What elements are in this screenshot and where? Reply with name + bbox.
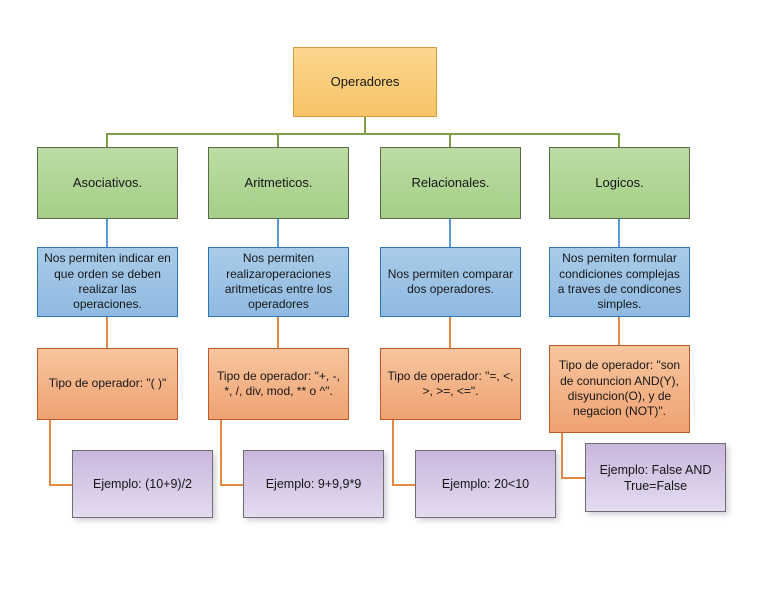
connector-elbow-v-3 <box>392 420 394 486</box>
connector-elbow-h-2 <box>220 484 244 486</box>
description-node-aritmeticos: Nos permiten realizaroperaciones aritmet… <box>208 247 349 317</box>
root-node-operadores: Operadores <box>293 47 437 117</box>
example-label: Ejemplo: 9+9,9*9 <box>265 477 362 491</box>
category-label: Asociativos. <box>72 174 143 190</box>
type-label: Tipo de operador: "=, <, >, >=, <=". <box>387 368 514 398</box>
connector-desc-type-1 <box>106 317 108 348</box>
connector-desc-type-4 <box>618 317 620 345</box>
example-node-logicos: Ejemplo: False AND True=False <box>585 443 726 512</box>
type-node-relacionales: Tipo de operador: "=, <, >, >=, <=". <box>380 348 521 420</box>
type-node-asociativos: Tipo de operador: "( )" <box>37 348 178 420</box>
category-label: Relacionales. <box>411 174 490 190</box>
connector-elbow-v-1 <box>49 420 51 486</box>
connector-root-crossbar <box>106 133 620 135</box>
description-label: Nos permiten comparar dos operadores. <box>387 266 514 296</box>
type-label: Tipo de operador: "son de conuncion AND(… <box>558 358 681 419</box>
connector-elbow-h-4 <box>561 477 586 479</box>
connector-elbow-v-4 <box>561 433 563 479</box>
example-label: Ejemplo: False AND True=False <box>599 462 712 493</box>
type-node-aritmeticos: Tipo de operador: "+, -, *, /, div, mod,… <box>208 348 349 420</box>
connector-elbow-v-2 <box>220 420 222 486</box>
connector-drop-relacionales <box>449 133 451 147</box>
category-node-asociativos: Asociativos. <box>37 147 178 219</box>
description-label: Nos pemiten formular condiciones complej… <box>557 251 682 312</box>
description-node-asociativos: Nos permiten indicar en que orden se deb… <box>37 247 178 317</box>
connector-elbow-h-1 <box>49 484 73 486</box>
example-label: Ejemplo: (10+9)/2 <box>92 477 192 491</box>
description-label: Nos permiten realizaroperaciones aritmet… <box>224 251 333 312</box>
example-node-aritmeticos: Ejemplo: 9+9,9*9 <box>243 450 384 518</box>
type-node-logicos: Tipo de operador: "son de conuncion AND(… <box>549 345 690 433</box>
connector-cat-desc-1 <box>106 219 108 247</box>
connector-root-stem <box>364 117 366 134</box>
connector-desc-type-2 <box>277 317 279 348</box>
connector-cat-desc-2 <box>277 219 279 247</box>
type-label: Tipo de operador: "( )" <box>48 376 167 391</box>
type-label: Tipo de operador: "+, -, *, /, div, mod,… <box>217 368 340 398</box>
connector-drop-logicos <box>618 133 620 147</box>
connector-cat-desc-3 <box>449 219 451 247</box>
category-node-aritmeticos: Aritmeticos. <box>208 147 349 219</box>
connector-cat-desc-4 <box>618 219 620 247</box>
connector-drop-aritmeticos <box>277 133 279 147</box>
description-node-relacionales: Nos permiten comparar dos operadores. <box>380 247 521 317</box>
category-label: Logicos. <box>595 174 644 190</box>
description-label: Nos permiten indicar en que orden se deb… <box>44 251 171 312</box>
connector-drop-asociativos <box>106 133 108 147</box>
example-node-relacionales: Ejemplo: 20<10 <box>415 450 556 518</box>
connector-desc-type-3 <box>449 317 451 348</box>
category-node-logicos: Logicos. <box>549 147 690 219</box>
example-node-asociativos: Ejemplo: (10+9)/2 <box>72 450 213 518</box>
root-label: Operadores <box>330 73 400 89</box>
category-node-relacionales: Relacionales. <box>380 147 521 219</box>
example-label: Ejemplo: 20<10 <box>441 477 530 491</box>
category-label: Aritmeticos. <box>244 174 313 190</box>
connector-elbow-h-3 <box>392 484 416 486</box>
description-node-logicos: Nos pemiten formular condiciones complej… <box>549 247 690 317</box>
